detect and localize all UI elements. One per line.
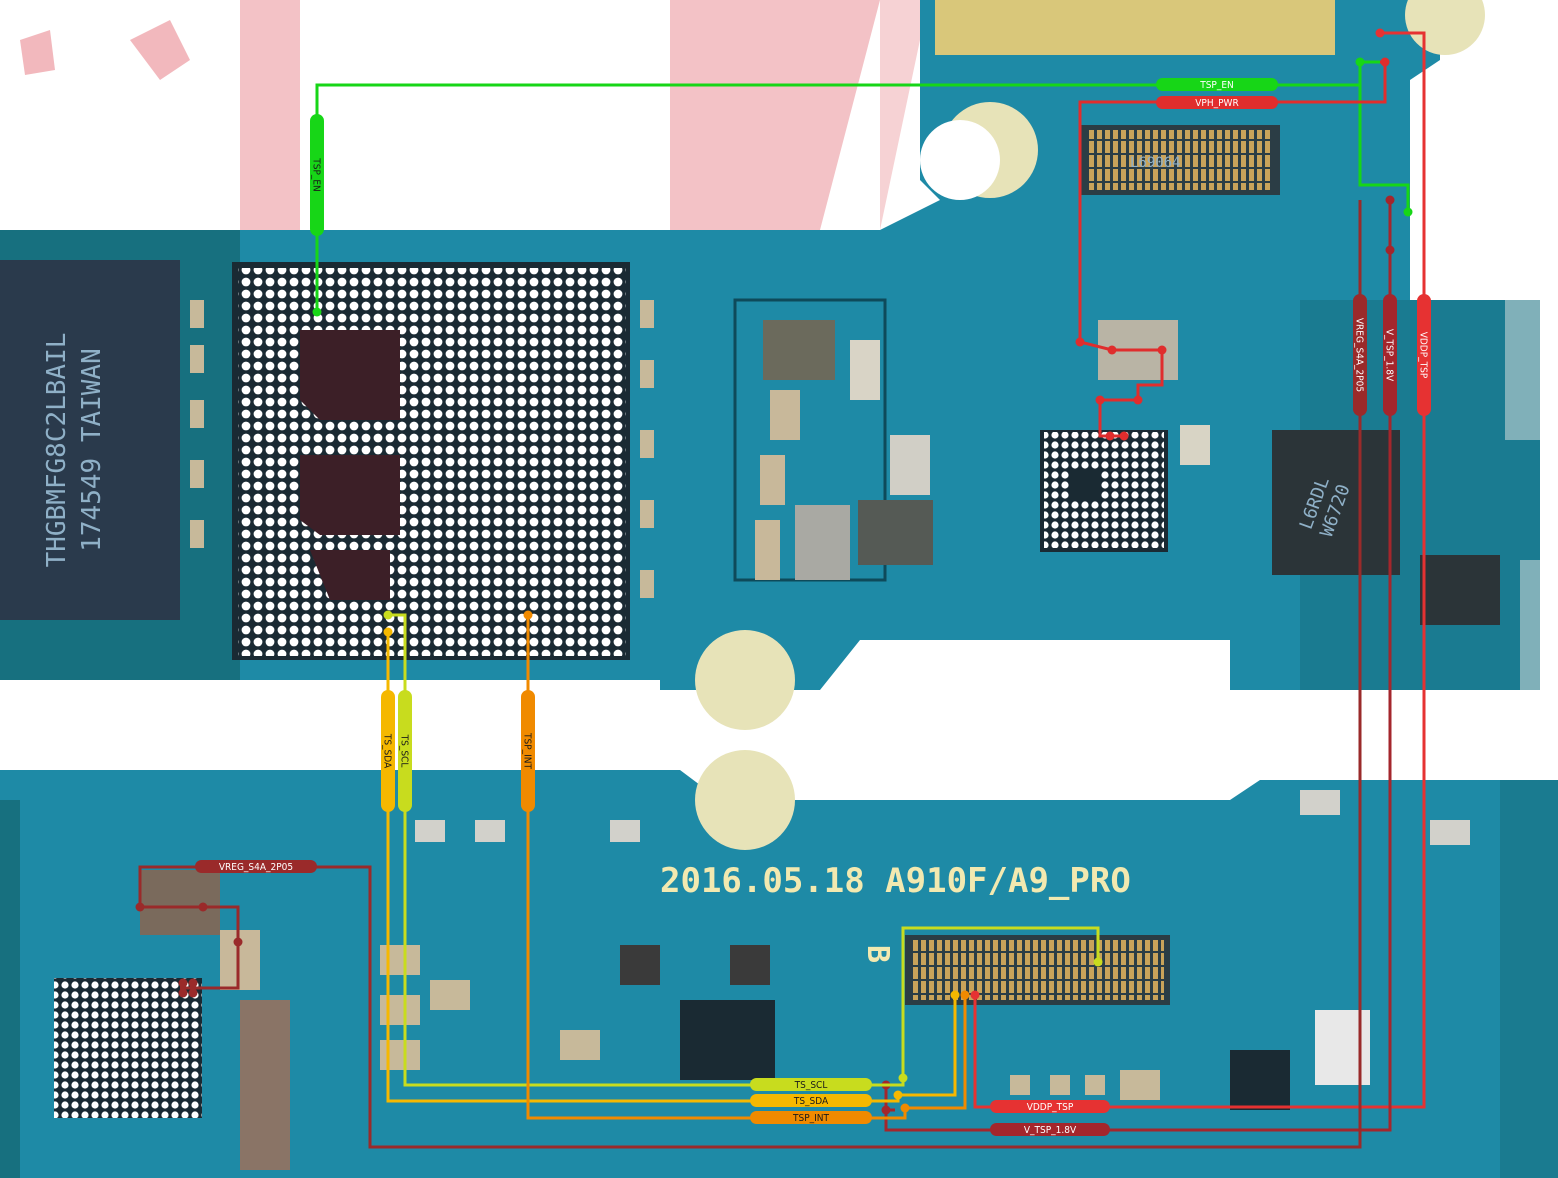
label-v-tsp-18-bottom: V_TSP_1.8V	[990, 1123, 1110, 1136]
label-vreg-s4a-bottom: VREG_S4A_2P05	[195, 860, 317, 873]
label-vddp-tsp-vertical: VDDP_TSP	[1417, 294, 1431, 416]
svg-text:TSP_EN: TSP_EN	[1199, 80, 1234, 91]
label-tsp-en-top: TSP_EN	[1156, 78, 1278, 91]
label-ts-scl-bottom: TS_SCL	[750, 1078, 872, 1091]
component-details: THGBMFG8C2LBAIL 174549 TAIWAN	[42, 0, 1500, 1170]
svg-text:TS_SCL: TS_SCL	[794, 1080, 828, 1091]
label-ts-sda-bottom: TS_SDA	[750, 1094, 872, 1107]
trace-vreg-s4a	[138, 200, 1362, 1149]
label-tsp-en-vertical: TSP_EN	[310, 114, 324, 236]
background-watermark	[0, 0, 920, 230]
svg-text:VDDP_TSP: VDDP_TSP	[1027, 1102, 1074, 1113]
svg-text:VDDP_TSP: VDDP_TSP	[1418, 332, 1429, 379]
svg-text:TSP_INT: TSP_INT	[522, 732, 533, 770]
svg-text:VREG_S4A_2P05: VREG_S4A_2P05	[219, 862, 293, 873]
svg-text:TS_SDA: TS_SDA	[793, 1096, 829, 1107]
svg-text:TSP_EN: TSP_EN	[311, 157, 322, 192]
connector-label: L69064	[1130, 155, 1181, 171]
label-ts-scl-vertical: TS_SCL	[398, 690, 412, 812]
trace-ts-scl	[388, 613, 1100, 1087]
trace-vddp-tsp	[973, 31, 1426, 1109]
flash-chip-line1: THGBMFG8C2LBAIL	[42, 333, 72, 568]
label-tsp-int-bottom: TSP_INT	[750, 1111, 872, 1124]
flash-chip-line2: 174549 TAIWAN	[77, 348, 107, 552]
svg-text:TS_SCL: TS_SCL	[399, 734, 410, 768]
svg-text:TS_SDA: TS_SDA	[382, 733, 393, 769]
board-silkscreen: 2016.05.18 A910F/A9_PRO	[660, 861, 1131, 901]
board-side-mark: B	[860, 945, 895, 963]
trace-tsp-int	[526, 615, 967, 1120]
svg-text:V_TSP_1.8V: V_TSP_1.8V	[1384, 329, 1395, 382]
label-v-tsp-18-vertical: V_TSP_1.8V	[1383, 294, 1397, 416]
label-vreg-s4a-vertical: VREG_S4A_2P05	[1353, 294, 1367, 416]
svg-text:V_TSP_1.8V: V_TSP_1.8V	[1024, 1125, 1077, 1136]
label-vddp-tsp-bottom: VDDP_TSP	[990, 1100, 1110, 1113]
svg-text:VREG_S4A_2P05: VREG_S4A_2P05	[1354, 318, 1365, 392]
label-tsp-int-vertical: TSP_INT	[521, 690, 535, 812]
label-ts-sda-vertical: TS_SDA	[381, 690, 395, 812]
svg-text:TSP_INT: TSP_INT	[792, 1113, 830, 1124]
label-vph-pwr: VPH_PWR	[1156, 96, 1278, 109]
svg-text:VPH_PWR: VPH_PWR	[1195, 98, 1238, 109]
